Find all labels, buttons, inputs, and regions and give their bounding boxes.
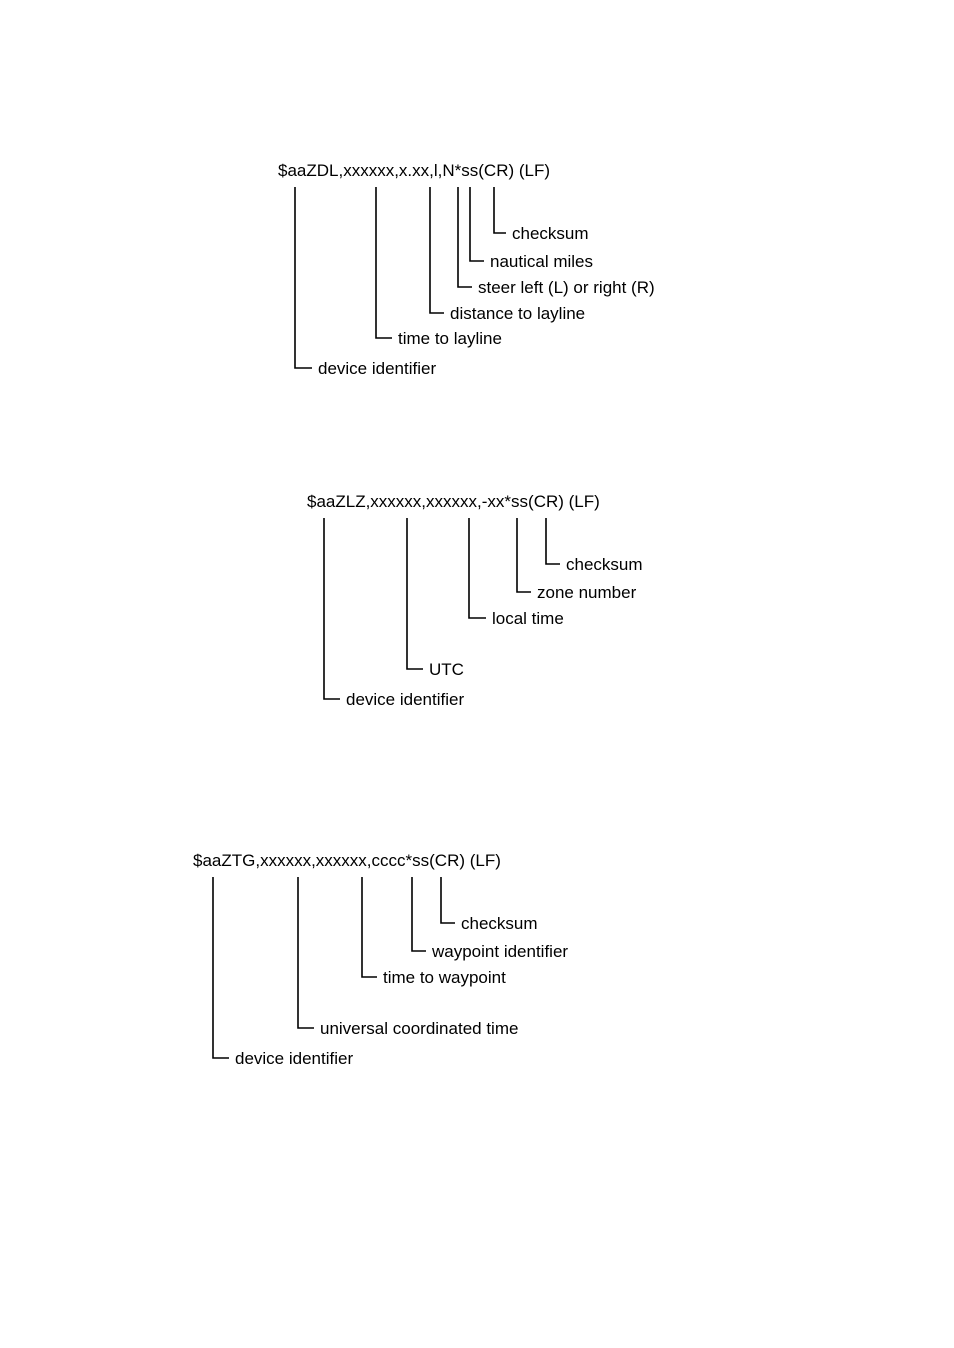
- zlz-utc-connector: [406, 518, 423, 670]
- zdl-device-identifier-label: device identifier: [318, 359, 436, 378]
- zlz-checksum-connector: [545, 518, 560, 565]
- ztg-universal-coordinated-time-label: universal coordinated time: [320, 1019, 518, 1038]
- zlz-zone-number-connector: [516, 518, 531, 593]
- zdl-steer-direction-label: steer left (L) or right (R): [478, 278, 655, 297]
- ztg-sentence: $aaZTG,xxxxxx,xxxxxx,cccc*ss(CR) (LF): [193, 851, 501, 870]
- zlz-local-time-connector: [468, 518, 486, 619]
- ztg-checksum-connector: [440, 877, 455, 924]
- ztg-device-identifier-label: device identifier: [235, 1049, 353, 1068]
- zlz-zone-number-label: zone number: [537, 583, 637, 602]
- zdl-time-to-layline-label: time to layline: [398, 329, 502, 348]
- ztg-checksum-label: checksum: [461, 914, 538, 933]
- ztg-universal-coordinated-time-connector: [297, 877, 314, 1029]
- zdl-distance-to-layline-connector: [429, 187, 444, 314]
- ztg-time-to-waypoint-label: time to waypoint: [383, 968, 506, 987]
- zdl-device-identifier-connector: [294, 187, 312, 369]
- ztg-device-identifier-connector: [212, 877, 229, 1059]
- zdl-nautical-miles-label: nautical miles: [490, 252, 593, 271]
- zdl-checksum-connector: [493, 187, 506, 234]
- ztg-waypoint-identifier-label: waypoint identifier: [431, 942, 568, 961]
- zdl-distance-to-layline-label: distance to layline: [450, 304, 585, 323]
- zlz-sentence-diagram: $aaZLZ,xxxxxx,xxxxxx,-xx*ss(CR) (LF) che…: [307, 492, 643, 709]
- zlz-utc-label: UTC: [429, 660, 464, 679]
- ztg-waypoint-identifier-connector: [411, 877, 426, 952]
- zlz-device-identifier-connector: [323, 518, 340, 700]
- zlz-local-time-label: local time: [492, 609, 564, 628]
- zdl-sentence-diagram: $aaZDL,xxxxxx,x.xx,l,N*ss(CR) (LF) check…: [278, 161, 655, 378]
- zdl-time-to-layline-connector: [375, 187, 392, 339]
- zdl-checksum-label: checksum: [512, 224, 589, 243]
- zdl-nautical-miles-connector: [469, 187, 484, 262]
- zdl-sentence: $aaZDL,xxxxxx,x.xx,l,N*ss(CR) (LF): [278, 161, 550, 180]
- zlz-sentence: $aaZLZ,xxxxxx,xxxxxx,-xx*ss(CR) (LF): [307, 492, 600, 511]
- zlz-device-identifier-label: device identifier: [346, 690, 464, 709]
- zlz-checksum-label: checksum: [566, 555, 643, 574]
- zdl-steer-direction-connector: [457, 187, 472, 288]
- ztg-time-to-waypoint-connector: [361, 877, 377, 978]
- ztg-sentence-diagram: $aaZTG,xxxxxx,xxxxxx,cccc*ss(CR) (LF) ch…: [193, 851, 568, 1068]
